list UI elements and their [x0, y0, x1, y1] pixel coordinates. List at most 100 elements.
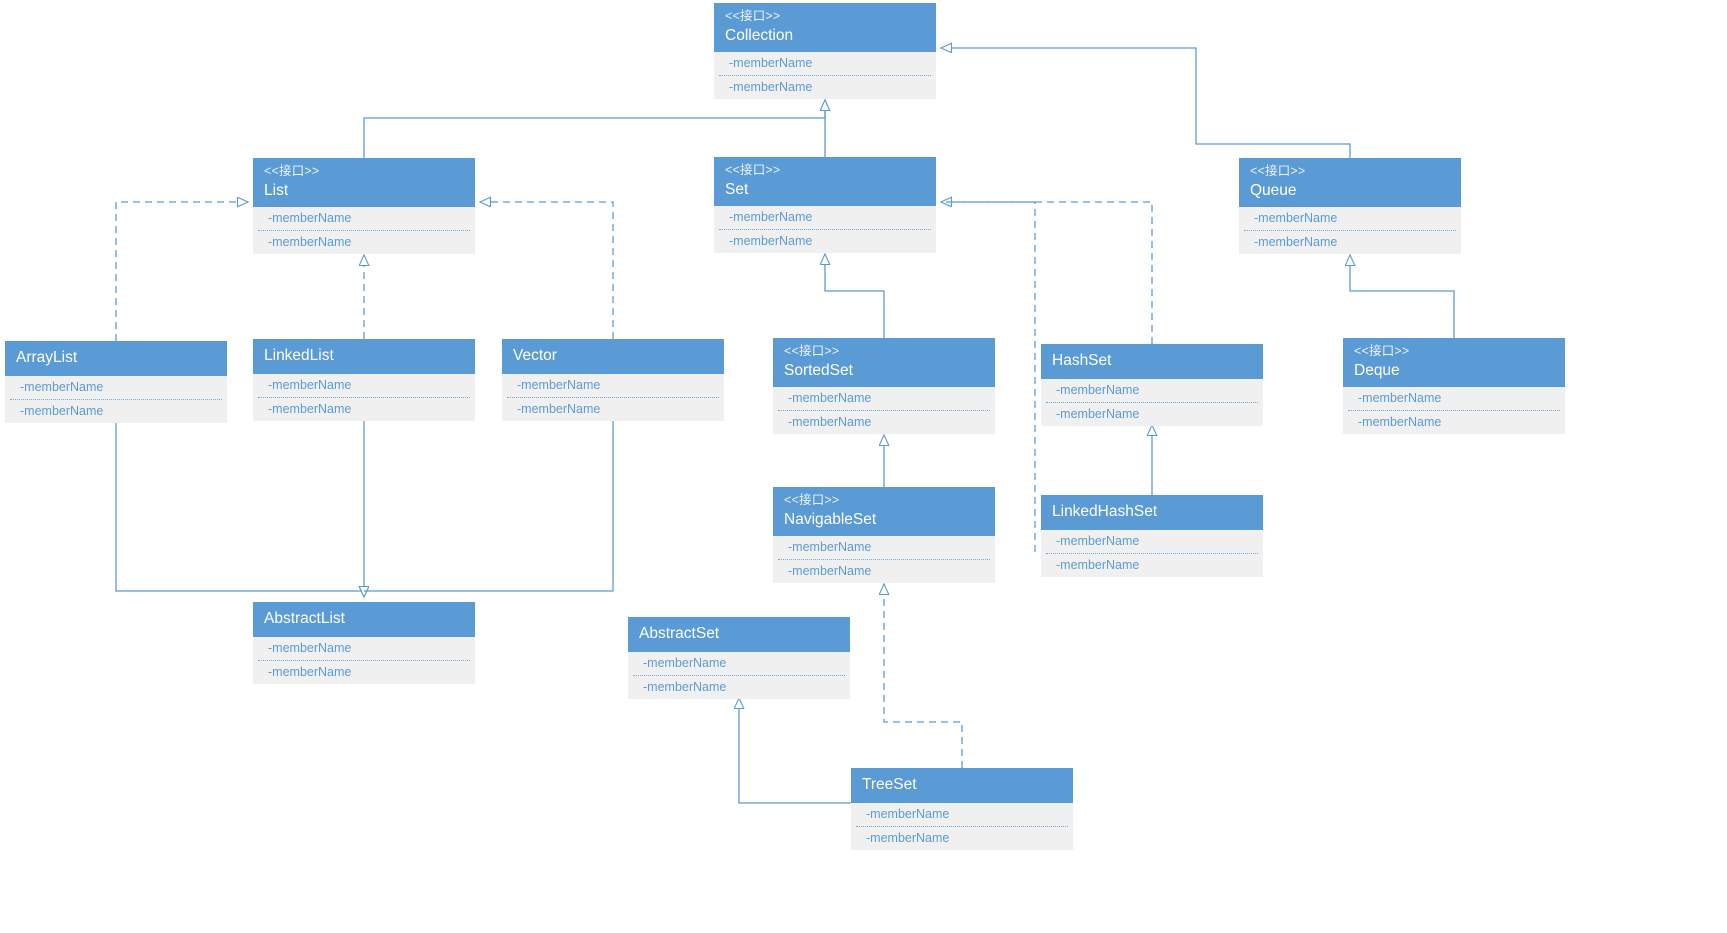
edge-deque-to-queue — [1350, 255, 1455, 338]
class-box-header-hashset: HashSet — [1041, 344, 1263, 379]
class-box-list[interactable]: <<接口>> List -memberName-memberName — [253, 158, 475, 254]
member-row: -memberName — [729, 233, 813, 248]
member-divider — [258, 229, 470, 231]
class-box-collection[interactable]: <<接口>>Collection -memberName -memberName — [714, 3, 936, 99]
class-box-linkedlist[interactable]: LinkedList -memberName -memberName — [253, 339, 475, 421]
edge-hashset-to-set — [941, 202, 1153, 344]
member-divider — [778, 409, 990, 411]
class-box-members-deque: -memberName -memberName — [1343, 386, 1565, 434]
class-box-members-list: -memberName-memberName — [253, 206, 475, 254]
member-row: -memberName — [729, 209, 813, 224]
class-box-members-arraylist: -memberName -memberName — [5, 375, 227, 423]
member-divider — [258, 396, 470, 398]
member-row: -memberName — [1358, 390, 1442, 405]
class-box-header-sortedset: <<接口>>SortedSet — [773, 338, 995, 387]
class-box-vector[interactable]: Vector -memberName -memberName — [502, 339, 724, 421]
class-box-set[interactable]: <<接口>> Set -memberName -memberName — [714, 157, 936, 253]
member-row: -memberName — [1254, 234, 1338, 249]
class-name-abstractset: AbstractSet — [639, 625, 720, 642]
class-name-list: List — [264, 182, 289, 199]
member-row: -memberName — [643, 655, 727, 670]
member-row: -memberName — [268, 234, 352, 249]
member-divider — [258, 659, 470, 661]
class-box-treeset[interactable]: TreeSet -memberName -memberName — [851, 768, 1073, 850]
class-box-header-list: <<接口>> List — [253, 158, 475, 207]
class-name-vector: Vector — [513, 347, 557, 364]
member-row: -memberName — [20, 379, 104, 394]
class-name-set: Set — [725, 181, 749, 198]
class-box-navigableset[interactable]: <<接口>> NavigableSet -memberName-memberName — [773, 487, 995, 583]
class-box-header-collection: <<接口>>Collection — [714, 3, 936, 52]
member-row: -memberName — [268, 377, 352, 392]
class-box-sortedset[interactable]: <<接口>>SortedSet-memberName-memberName — [773, 338, 995, 434]
member-row: -memberName — [20, 403, 104, 418]
member-row: -memberName — [268, 401, 352, 416]
member-row: -memberName — [268, 640, 352, 655]
class-box-header-deque: <<接口>>Deque — [1343, 338, 1565, 387]
class-name-navigableset: NavigableSet — [784, 511, 877, 528]
member-divider — [719, 74, 931, 76]
interface-stereotype-set: <<接口>> — [725, 163, 781, 177]
class-box-members-sortedset: -memberName-memberName — [773, 386, 995, 434]
member-row: -memberName — [788, 390, 872, 405]
member-row: -memberName — [517, 401, 601, 416]
class-box-members-set: -memberName -memberName — [714, 205, 936, 253]
member-divider — [633, 674, 845, 676]
edge-queue-to-collection — [941, 48, 1351, 158]
class-name-abstractlist: AbstractList — [264, 610, 345, 627]
interface-stereotype-queue: <<接口>> — [1250, 164, 1306, 178]
edge-arraylist-to-list — [115, 202, 248, 341]
member-row: -memberName — [788, 539, 872, 554]
member-row: -memberName — [1254, 210, 1338, 225]
member-row: -memberName — [517, 377, 601, 392]
class-box-header-treeset: TreeSet — [851, 768, 1073, 803]
interface-stereotype-sortedset: <<接口>> — [784, 344, 840, 358]
class-box-hashset[interactable]: HashSet -memberName -memberName — [1041, 344, 1263, 426]
member-row: -memberName — [1056, 557, 1140, 572]
class-box-members-navigableset: -memberName-memberName — [773, 535, 995, 583]
class-box-header-abstractset: AbstractSet — [628, 617, 850, 652]
class-name-arraylist: ArrayList — [16, 349, 78, 366]
interface-stereotype-list: <<接口>> — [264, 164, 320, 178]
class-name-hashset: HashSet — [1052, 352, 1112, 369]
class-name-deque: Deque — [1354, 362, 1400, 379]
class-box-header-queue: <<接口>> Queue — [1239, 158, 1461, 207]
interface-stereotype-navigableset: <<接口>> — [784, 493, 840, 507]
class-box-header-abstractlist: AbstractList — [253, 602, 475, 637]
class-box-arraylist[interactable]: ArrayList -memberName -memberName — [5, 341, 227, 423]
edge-arraylist-to-abstractlist — [115, 417, 364, 597]
edge-treeset-to-abstractset — [739, 698, 851, 804]
class-box-queue[interactable]: <<接口>> Queue -memberName -memberName — [1239, 158, 1461, 254]
class-name-linkedhashset: LinkedHashSet — [1052, 503, 1158, 520]
member-row: -memberName — [1358, 414, 1442, 429]
class-box-members-queue: -memberName -memberName — [1239, 206, 1461, 254]
edge-treeset-to-navigableset — [884, 584, 963, 768]
class-name-linkedlist: LinkedList — [264, 347, 334, 364]
member-row: -memberName — [866, 806, 950, 821]
member-divider — [507, 396, 719, 398]
class-box-header-set: <<接口>> Set — [714, 157, 936, 206]
member-row: -memberName — [729, 79, 813, 94]
class-name-queue: Queue — [1250, 182, 1297, 199]
interface-stereotype-collection: <<接口>> — [725, 9, 781, 23]
class-box-deque[interactable]: <<接口>>Deque -memberName -memberName — [1343, 338, 1565, 434]
member-row: -memberName — [1056, 406, 1140, 421]
member-divider — [1046, 552, 1258, 554]
member-row: -memberName — [1056, 382, 1140, 397]
class-box-header-navigableset: <<接口>> NavigableSet — [773, 487, 995, 536]
edge-vector-to-abstractlist — [364, 415, 614, 592]
class-box-abstractlist[interactable]: AbstractList -memberName -memberName — [253, 602, 475, 684]
class-box-linkedhashset[interactable]: LinkedHashSet -memberName -memberName — [1041, 495, 1263, 577]
member-divider — [10, 398, 222, 400]
member-row: -memberName — [729, 55, 813, 70]
member-divider — [1046, 401, 1258, 403]
class-box-members-abstractset: -memberName-memberName — [628, 651, 850, 699]
member-row: -memberName — [866, 830, 950, 845]
member-row: -memberName — [268, 664, 352, 679]
class-box-header-vector: Vector — [502, 339, 724, 374]
member-row: -memberName — [1056, 533, 1140, 548]
class-box-abstractset[interactable]: AbstractSet -memberName-memberName — [628, 617, 850, 699]
class-box-header-linkedhashset: LinkedHashSet — [1041, 495, 1263, 530]
class-name-treeset: TreeSet — [862, 776, 917, 793]
